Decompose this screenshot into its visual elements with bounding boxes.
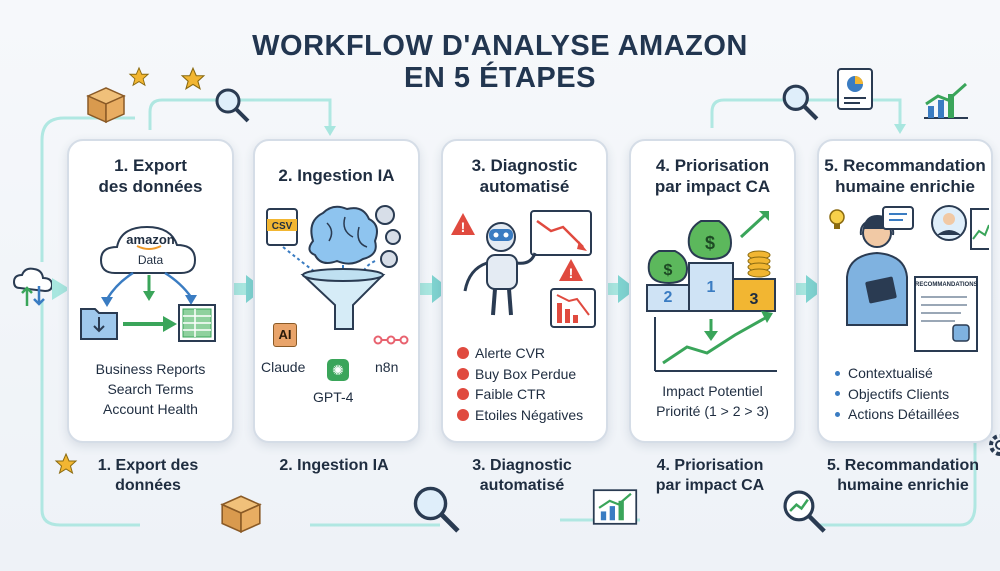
growth-chart-icon xyxy=(924,82,968,119)
amazon-label: amazon xyxy=(126,232,175,247)
n8n-logo xyxy=(373,335,409,345)
list-item: Buy Box Perdue xyxy=(457,364,602,385)
package-icon xyxy=(86,87,126,124)
consultant-icon xyxy=(829,205,989,352)
step-bottom-label: 1. Export des données xyxy=(97,457,199,494)
list-item: Search Terms xyxy=(107,381,194,397)
recommendation-list: Contextualisé Objectifs Clients Actions … xyxy=(835,363,987,425)
openai-logo: ✺ xyxy=(327,359,349,381)
alert-dot-icon xyxy=(457,367,469,380)
step-card-prioritization: 4. Priorisation par impact CA $ $ 2 1 3 … xyxy=(629,139,796,443)
step-bottom-label: 5. Recommandation humaine enrichie xyxy=(826,457,980,494)
step-card-diagnostic: 3. Diagnostic automatisé ! ! Alerte CVR … xyxy=(441,139,608,443)
pie-report-icon xyxy=(837,68,873,110)
star-icon xyxy=(128,66,150,87)
magnifier-icon xyxy=(413,486,460,533)
step-bottom-label: 2. Ingestion IA xyxy=(279,457,389,474)
list-item: Contextualisé xyxy=(835,363,987,384)
list-item: Impact Potentiel xyxy=(662,383,763,399)
bullet-dot-icon xyxy=(835,391,840,397)
doc-label: RECOMMANDATIONS xyxy=(915,282,978,288)
podium-rank-3: 3 xyxy=(749,291,759,308)
podium-rank-1: 1 xyxy=(706,279,716,296)
gear-icon xyxy=(989,434,1000,456)
ai-brain-funnel-icon xyxy=(266,205,401,330)
claude-label: Claude xyxy=(261,359,306,375)
page-title-line2: EN 5 ÉTAPES xyxy=(404,62,596,94)
star-icon xyxy=(54,452,78,475)
arrow-left-entry-icon xyxy=(52,278,70,300)
list-item: Etoiles Négatives xyxy=(457,405,602,426)
step-title: 3. Diagnostic automatisé xyxy=(471,156,578,196)
svg-text:!: ! xyxy=(569,265,574,281)
money-podium-icon: $ $ xyxy=(646,211,777,372)
bullet-dot-icon xyxy=(835,370,840,376)
bullet-dot-icon xyxy=(835,411,840,417)
robot-alert-icon: ! ! xyxy=(451,210,596,328)
cloud-sync-icon xyxy=(12,267,54,306)
step-bottom-label: 3. Diagnostic automatisé xyxy=(472,457,572,494)
step-title: 5. Recommandation humaine enrichie xyxy=(824,156,986,196)
magnifier-chart-icon xyxy=(783,490,826,533)
page-title-line1: WORKFLOW D'ANALYSE AMAZON xyxy=(252,30,748,62)
alert-dot-icon xyxy=(457,347,469,360)
step-bottom-label: 4. Priorisation par impact CA xyxy=(655,457,765,494)
list-item: Priorité (1 > 2 > 3) xyxy=(656,403,769,419)
list-item: Alerte CVR xyxy=(457,343,602,364)
n8n-label: n8n xyxy=(375,359,399,375)
magnifier-icon xyxy=(215,88,250,123)
step-card-ingestion: 2. Ingestion IA CSV AI Claude ✺ GPT-4 n8… xyxy=(253,139,420,443)
amazon-data-cloud-icon xyxy=(80,225,216,342)
alert-dot-icon xyxy=(457,388,469,401)
step-title: 4. Priorisation par impact CA xyxy=(654,156,771,196)
claude-logo: AI xyxy=(273,323,297,347)
alert-list: Alerte CVR Buy Box Perdue Faible CTR Eto… xyxy=(457,343,602,425)
svg-text:$: $ xyxy=(705,233,715,253)
podium-rank-2: 2 xyxy=(663,289,673,306)
package-icon xyxy=(220,495,262,534)
csv-label: CSV xyxy=(271,221,293,232)
data-label: Data xyxy=(137,253,164,267)
star-icon xyxy=(180,66,206,90)
step-card-export: 1. Export des données amazon Data Busine… xyxy=(67,139,234,443)
magnifier-icon xyxy=(782,84,819,121)
list-item: Faible CTR xyxy=(457,384,602,405)
growth-chart-icon xyxy=(592,489,638,525)
list-item: Business Reports xyxy=(95,361,206,377)
alert-dot-icon xyxy=(457,408,469,421)
svg-text:$: $ xyxy=(664,262,673,279)
gpt-label: GPT-4 xyxy=(313,389,354,405)
list-item: Objectifs Clients xyxy=(835,384,987,405)
priority-text: Impact Potentiel Priorité (1 > 2 > 3) xyxy=(631,381,794,421)
step-title: 1. Export des données xyxy=(98,156,203,196)
step-title: 2. Ingestion IA xyxy=(278,166,395,185)
list-item: Account Health xyxy=(103,401,198,417)
svg-text:!: ! xyxy=(461,219,466,235)
step-card-recommendation: 5. Recommandation humaine enrichie RECOM… xyxy=(817,139,993,443)
list-item: Actions Détaillées xyxy=(835,404,987,425)
report-list: Business Reports Search Terms Account He… xyxy=(69,359,232,419)
